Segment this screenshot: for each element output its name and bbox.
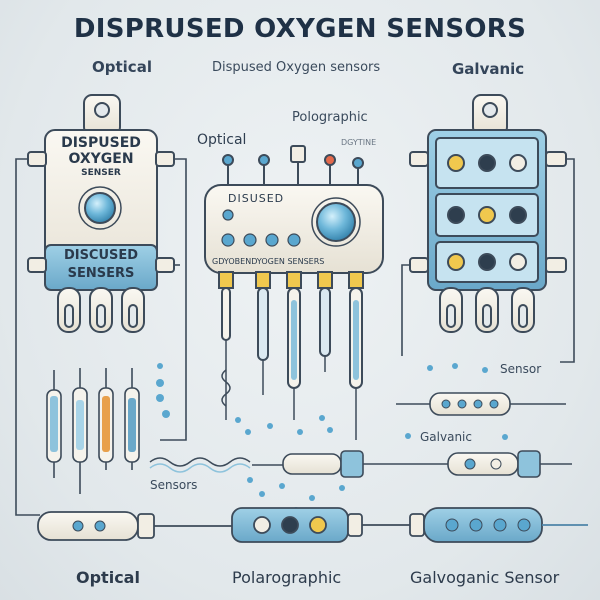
right-sensor-unit — [409, 94, 567, 333]
bottom-left-probe — [37, 511, 232, 541]
bottom-label-polarographic: Polarographic — [232, 568, 342, 587]
center-label-optical: Optical — [197, 132, 247, 148]
center-unit-bottom-text: GDYOBENDYOGEN SENSERS — [212, 257, 325, 266]
top-label-optical: Optical — [92, 58, 152, 76]
left-unit-label-line2: OXYGEN — [68, 151, 134, 167]
page-title: DISPRUSED OXYGEN SENSORS — [73, 14, 527, 44]
center-sensor-unit — [204, 145, 384, 440]
bottom-center-probe — [231, 507, 410, 543]
left-test-tubes — [46, 368, 140, 494]
left-unit-label-line3: SENSER — [81, 168, 121, 178]
left-unit-bottom-line2: SENSERS — [67, 266, 135, 281]
side-label-sensors: Sensors — [150, 478, 198, 492]
left-sensor-unit — [27, 94, 175, 333]
right-upper-probe — [429, 392, 511, 416]
center-label-small: DGYTINE — [341, 138, 377, 147]
top-label-galvanic: Galvanic — [452, 60, 525, 78]
center-unit-top-text: DISUSED — [228, 192, 285, 205]
bottom-label-galvanic-sensor: Galvoganic Sensor — [410, 568, 560, 587]
side-label-galvanic: Galvanic — [420, 430, 472, 444]
center-inline-probe — [282, 450, 450, 478]
side-label-sensor: Sensor — [500, 362, 542, 376]
bottom-right-probe — [409, 507, 588, 543]
bottom-label-optical: Optical — [76, 568, 140, 587]
right-middle-probe — [447, 450, 572, 478]
top-label-center: Dispused Oxygen sensors — [212, 60, 381, 75]
left-unit-label-line1: DISPUSED — [61, 135, 141, 151]
left-unit-bottom-line1: DISCUSED — [63, 248, 139, 263]
center-label-polographic: Polographic — [292, 110, 368, 125]
